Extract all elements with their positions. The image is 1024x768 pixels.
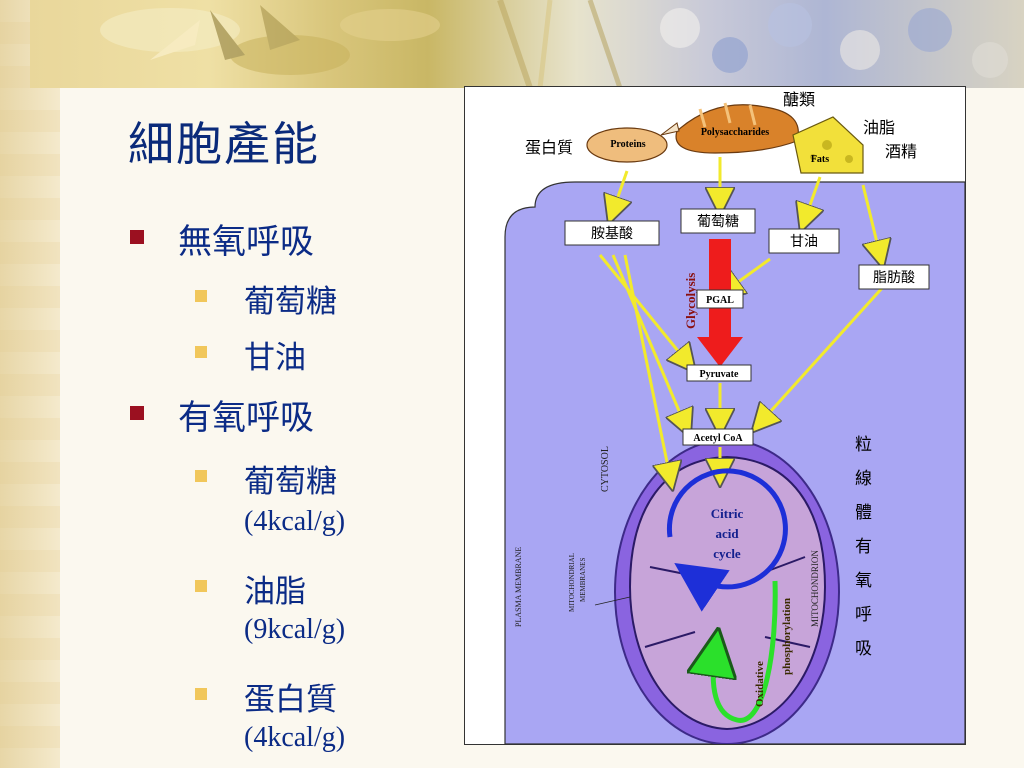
decorative-banner bbox=[30, 0, 1024, 88]
sub-bullet-glycerol: 甘油 bbox=[244, 340, 306, 376]
arrow-fattyacid-acetyl bbox=[761, 285, 885, 422]
bullet-aerobic: 有氧呼吸 bbox=[178, 398, 314, 438]
arrow-amino-pyruvate bbox=[598, 254, 687, 362]
energy-value: (4kcal/g) bbox=[244, 722, 346, 753]
citric-cycle-ring bbox=[666, 468, 788, 612]
diagram-text: 氧 bbox=[855, 571, 872, 591]
bullet-marker bbox=[130, 230, 144, 244]
parchment-border bbox=[0, 0, 60, 768]
diagram-text: 呼 bbox=[855, 605, 872, 625]
polysaccharides-label: Polysaccharides bbox=[701, 127, 769, 138]
glycolysis-arrow bbox=[697, 239, 743, 367]
mito-membranes-label-2: MEMBRANES bbox=[579, 558, 587, 602]
diagram-text: 葡萄糖 bbox=[697, 214, 739, 230]
diagram-text: 粒 bbox=[855, 435, 872, 455]
diagram-text: 線 bbox=[855, 469, 872, 489]
side-label: 粒 線 體 有 氧 呼 吸 bbox=[855, 435, 872, 659]
cycle-label-2: acid bbox=[715, 526, 739, 541]
diagram-text: 體 bbox=[855, 503, 872, 523]
oxidative-label-1: Oxidative bbox=[754, 661, 766, 707]
box-pyruvate: Pyruvate bbox=[686, 364, 752, 382]
cheese-icon bbox=[792, 116, 864, 174]
sugars-label: 醣類 bbox=[783, 90, 815, 109]
diagram-text: 甘油 bbox=[790, 234, 818, 250]
proteins-label: Proteins bbox=[610, 139, 645, 150]
sub-bullet-marker bbox=[195, 688, 207, 700]
arrow-glycerol-pgal bbox=[727, 257, 771, 290]
sub-bullet-oils: 油脂 bbox=[244, 574, 306, 610]
chicken-icon bbox=[586, 122, 680, 163]
cycle-label-3: cycle bbox=[713, 546, 741, 561]
box-glucose: 葡萄糖 bbox=[680, 208, 756, 234]
box-fatty-acids: 脂肪酸 bbox=[858, 264, 930, 290]
alcohol-label: 酒精 bbox=[885, 142, 917, 161]
energy-value: (4kcal/g) bbox=[244, 506, 346, 537]
energy-value: (9kcal/g) bbox=[244, 614, 346, 645]
diagram-text: Pyruvate bbox=[700, 369, 739, 380]
slide-title: 細胞產能 bbox=[128, 117, 320, 171]
diagram-text: 脂肪酸 bbox=[873, 270, 915, 286]
fats-oils-label: 油脂 bbox=[863, 118, 895, 137]
mito-membranes-label-1: MITOCHONDRIAL bbox=[568, 553, 576, 612]
fats-label: Fats bbox=[811, 154, 829, 165]
mitochondrion-label: MITOCHONDRION bbox=[810, 550, 820, 627]
plasma-membrane-label: PLASMA MEMBRANE bbox=[514, 547, 523, 627]
respiration-diagram: Proteins Polysaccharides Fats 醣類 蛋白質 油脂 … bbox=[464, 86, 966, 745]
protein-label: 蛋白質 bbox=[525, 138, 573, 157]
sub-bullet-glucose: 葡萄糖 bbox=[244, 464, 337, 500]
diagram-text: 胺基酸 bbox=[591, 225, 633, 242]
cycle-label-1: Citric bbox=[711, 506, 744, 521]
cytosol-label: CYTOSOL bbox=[600, 446, 611, 492]
diagram-text: PGAL bbox=[706, 295, 734, 306]
oxidative-arrow bbox=[713, 580, 778, 723]
arrow-amino-acetyl bbox=[611, 254, 685, 425]
sub-bullet-marker bbox=[195, 346, 207, 358]
diagram-text: 有 bbox=[855, 537, 872, 557]
mitochondrion-inner bbox=[628, 455, 827, 731]
bullet-anaerobic: 無氧呼吸 bbox=[178, 222, 314, 262]
diagram-text: Acetyl CoA bbox=[693, 433, 743, 444]
box-amino-acids: 胺基酸 bbox=[564, 220, 660, 246]
bread-icon bbox=[675, 102, 799, 154]
arrow-amino-cycle bbox=[623, 254, 670, 477]
box-glycerol: 甘油 bbox=[768, 228, 840, 254]
sub-bullet-marker bbox=[195, 580, 207, 592]
diagram-text: 吸 bbox=[855, 639, 872, 659]
box-pgal: PGAL bbox=[696, 289, 744, 309]
arrow-protein-amino bbox=[613, 170, 627, 211]
box-acetyl-coa: Acetyl CoA bbox=[682, 428, 754, 446]
sub-bullet-marker bbox=[195, 290, 207, 302]
bullet-marker bbox=[130, 406, 144, 420]
sub-bullet-glucose: 葡萄糖 bbox=[244, 284, 337, 320]
sub-bullet-marker bbox=[195, 470, 207, 482]
glycolysis-label: Glycolysis bbox=[683, 273, 698, 329]
oxidative-label-2: phosphorylation bbox=[781, 598, 793, 675]
sub-bullet-protein: 蛋白質 bbox=[244, 682, 337, 718]
arrow-fat-fattyacid bbox=[861, 184, 880, 255]
arrow-fat-glycerol bbox=[805, 176, 820, 219]
